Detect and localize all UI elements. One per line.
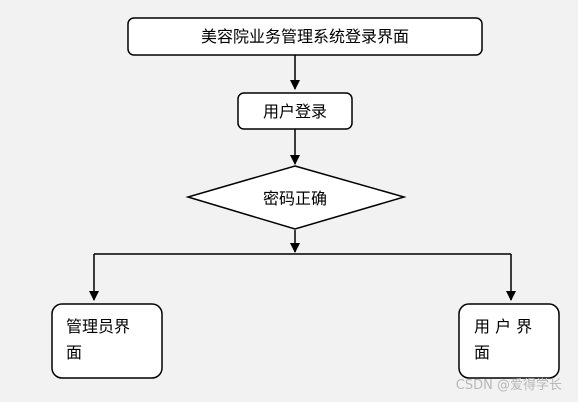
node-user-login-label: 用户登录: [263, 102, 327, 121]
node-admin-page-label-line2: 面: [66, 343, 82, 362]
node-admin-page-label-line1: 管理员界: [66, 317, 130, 336]
node-user-page-label-line2: 面: [474, 343, 490, 362]
decision-password-correct-label: 密码正确: [263, 189, 327, 208]
node-user-login: [237, 92, 353, 130]
csdn-watermark: CSDN @爱得学长: [455, 378, 562, 393]
decision-password-correct: [185, 165, 407, 230]
node-user-page-label-line1: 用 户 界: [474, 317, 532, 336]
node-system-login-page: [127, 17, 483, 56]
node-user-page: [458, 303, 560, 379]
node-system-login-page-label: 美容院业务管理系统登录界面: [201, 27, 409, 46]
node-admin-page: [51, 303, 163, 379]
